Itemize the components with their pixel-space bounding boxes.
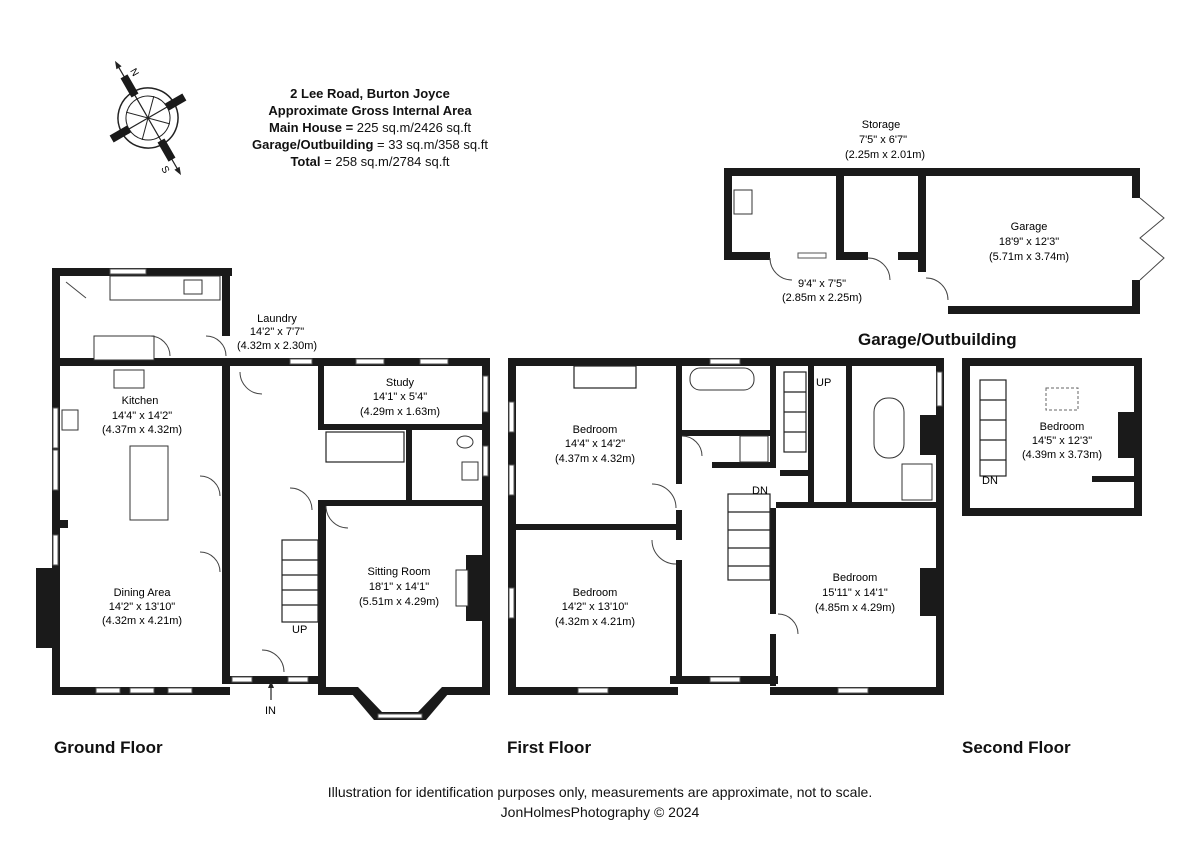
bed4-name: Bedroom	[1040, 421, 1085, 433]
laundry-imperial: 14'2" x 7'7"	[250, 326, 304, 338]
storage-name: Storage	[862, 119, 901, 131]
footer-disclaimer: Illustration for identification purposes…	[327, 784, 873, 800]
compass-icon: N S	[109, 60, 187, 176]
ground-floor-label: Ground Floor	[54, 738, 163, 757]
kitchen-name: Kitchen	[122, 395, 159, 407]
compass-north: N	[127, 67, 140, 79]
bed3-metric: (4.85m x 4.29m)	[815, 602, 895, 614]
area-heading: Approximate Gross Internal Area	[268, 103, 472, 118]
second-stairs-down: DN	[982, 475, 998, 487]
first-stairs-up: UP	[816, 377, 831, 389]
bed1-imperial: 14'4" x 14'2"	[565, 438, 625, 450]
footer-credit: JonHolmesPhotography © 2024	[500, 804, 700, 820]
study-name: Study	[386, 377, 415, 389]
garage-metric: (5.71m x 3.74m)	[989, 251, 1069, 263]
bed4-imperial: 14'5" x 12'3"	[1032, 435, 1092, 447]
bed1-name: Bedroom	[573, 424, 618, 436]
study-imperial: 14'1" x 5'4"	[373, 391, 427, 403]
garage-name: Garage	[1011, 221, 1048, 233]
bed2-name: Bedroom	[573, 587, 618, 599]
bed3-name: Bedroom	[833, 572, 878, 584]
sitting-imperial: 18'1" x 14'1"	[369, 581, 429, 593]
garage-area: Garage/Outbuilding = 33 sq.m/358 sq.ft	[230, 136, 510, 153]
bed2-imperial: 14'2" x 13'10"	[562, 601, 629, 613]
store2-imperial: 9'4" x 7'5"	[798, 278, 846, 290]
dining-imperial: 14'2" x 13'10"	[109, 601, 176, 613]
kitchen-imperial: 14'4" x 14'2"	[112, 410, 172, 422]
store2-metric: (2.85m x 2.25m)	[782, 292, 862, 304]
garage-floor-label: Garage/Outbuilding	[858, 330, 1017, 349]
main-house-area: Main House = 225 sq.m/2426 sq.ft	[230, 119, 510, 136]
first-stairs-down: DN	[752, 485, 768, 497]
garage-value: = 33 sq.m/358 sq.ft	[377, 137, 488, 152]
entry-label: IN	[265, 705, 276, 717]
ground-stairs-up: UP	[292, 624, 307, 636]
total-area: Total = 258 sq.m/2784 sq.ft	[230, 153, 510, 170]
first-floor-plan: UP DN Bedroom 14'4" x 14'2" (4.37m x 4.3…	[508, 358, 944, 695]
dining-metric: (4.32m x 4.21m)	[102, 615, 182, 627]
garage-label: Garage/Outbuilding	[252, 137, 374, 152]
first-floor-label: First Floor	[507, 738, 592, 757]
bed2-metric: (4.32m x 4.21m)	[555, 616, 635, 628]
second-floor-plan: DN Bedroom 14'5" x 12'3" (4.39m x 3.73m)	[962, 358, 1142, 516]
sitting-metric: (5.51m x 4.29m)	[359, 596, 439, 608]
total-label: Total	[290, 154, 321, 169]
dining-name: Dining Area	[114, 587, 172, 599]
main-house-label: Main House =	[269, 120, 354, 135]
second-floor-label: Second Floor	[962, 738, 1071, 757]
main-house-value: 225 sq.m/2426 sq.ft	[356, 120, 471, 135]
kitchen-metric: (4.37m x 4.32m)	[102, 424, 182, 436]
compass-south: S	[158, 164, 171, 176]
address: 2 Lee Road, Burton Joyce	[290, 86, 450, 101]
study-metric: (4.29m x 1.63m)	[360, 406, 440, 418]
plan-header: 2 Lee Road, Burton Joyce Approximate Gro…	[230, 85, 510, 170]
bed3-imperial: 15'11" x 14'1"	[822, 587, 888, 599]
sitting-name: Sitting Room	[368, 566, 431, 578]
bed4-metric: (4.39m x 3.73m)	[1022, 449, 1102, 461]
ground-floor-plan: IN UP Laundry 14'2" x 7'7" (4.32m x 2.30…	[36, 268, 490, 720]
garage-imperial: 18'9" x 12'3"	[999, 236, 1059, 248]
laundry-metric: (4.32m x 2.30m)	[237, 340, 317, 352]
laundry-name: Laundry	[257, 313, 297, 325]
storage-metric: (2.25m x 2.01m)	[845, 149, 925, 161]
bed1-metric: (4.37m x 4.32m)	[555, 453, 635, 465]
total-value: = 258 sq.m/2784 sq.ft	[324, 154, 450, 169]
storage-imperial: 7'5" x 6'7"	[859, 134, 907, 146]
garage-plan: Storage 7'5" x 6'7" (2.25m x 2.01m) 9'4"…	[724, 119, 1165, 314]
